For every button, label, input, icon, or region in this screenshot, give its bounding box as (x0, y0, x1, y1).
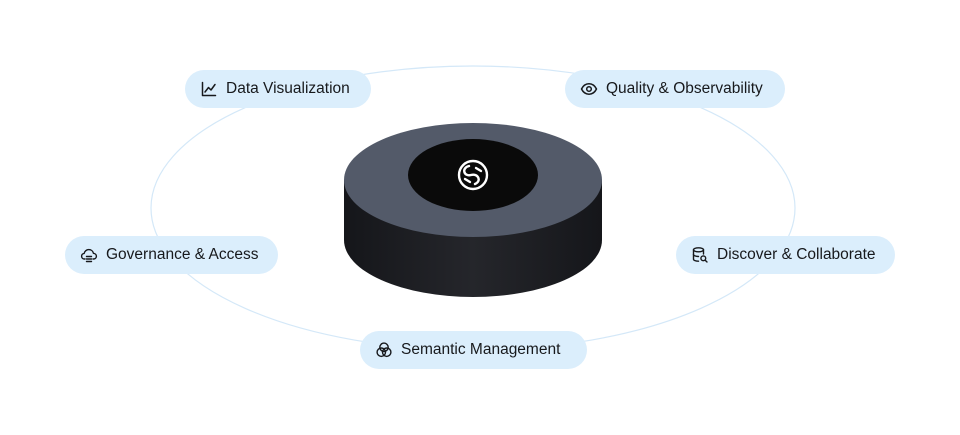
node-label: Data Visualization (226, 80, 350, 97)
node-semantic-management[interactable]: Semantic Management (360, 331, 587, 369)
node-governance-access[interactable]: Governance & Access (65, 236, 278, 274)
central-hub (344, 123, 602, 297)
cloud-shield-icon (80, 246, 98, 264)
node-discover-collaborate[interactable]: Discover & Collaborate (676, 236, 895, 274)
node-quality-observability[interactable]: Quality & Observability (565, 70, 785, 108)
node-data-visualization[interactable]: Data Visualization (185, 70, 371, 108)
node-label: Semantic Management (401, 341, 561, 358)
node-label: Discover & Collaborate (717, 246, 876, 263)
node-label: Governance & Access (106, 246, 259, 263)
node-label: Quality & Observability (606, 80, 763, 97)
venn-circles-icon (375, 341, 393, 359)
eye-icon (580, 80, 598, 98)
brand-logo-icon (457, 159, 489, 191)
line-chart-icon (200, 80, 218, 98)
database-search-icon (691, 246, 709, 264)
